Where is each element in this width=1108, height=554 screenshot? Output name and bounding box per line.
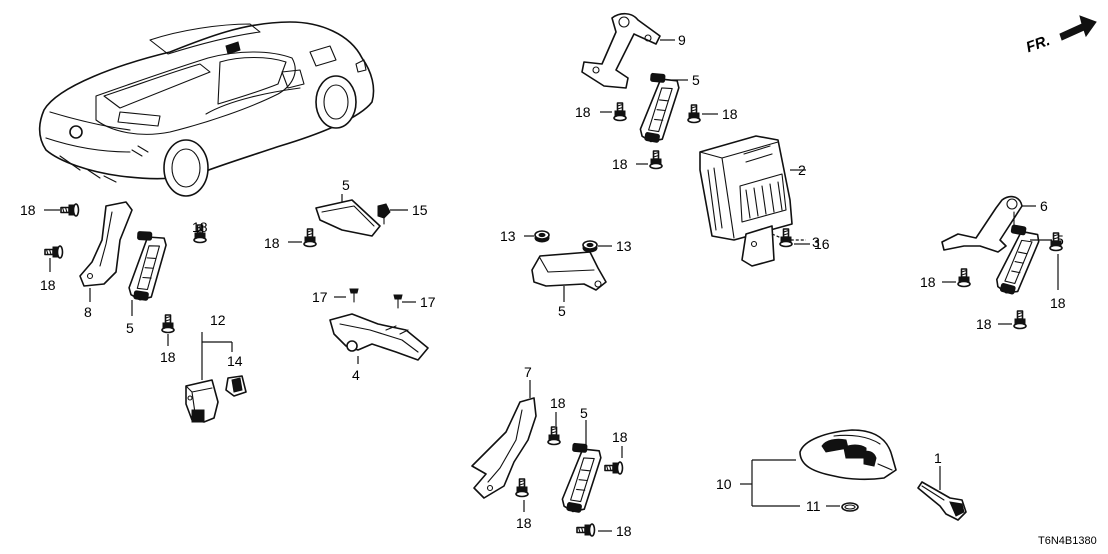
bolt-icon <box>649 150 663 170</box>
bolt-icon <box>604 461 624 475</box>
callout-13: 13 <box>500 228 516 244</box>
car-overview-icon <box>38 21 375 197</box>
nut-icon <box>534 230 550 243</box>
nut-icon <box>582 240 598 253</box>
callout-5: 5 <box>126 320 134 336</box>
bolt-icon <box>779 228 793 248</box>
callout-18: 18 <box>516 515 532 531</box>
bracket-icon <box>225 375 247 397</box>
diagram-code: T6N4B1380 <box>1038 535 1097 547</box>
callout-8: 8 <box>84 304 92 320</box>
bolt-icon <box>515 478 529 498</box>
bolt-icon <box>303 228 317 248</box>
callout-14: 14 <box>227 353 243 369</box>
bracket-icon <box>315 194 381 237</box>
callout-10: 10 <box>716 476 732 492</box>
callout-5: 5 <box>692 72 700 88</box>
callout-18: 18 <box>722 106 738 122</box>
callout-4: 4 <box>352 367 360 383</box>
callout-3: 3 <box>812 234 820 250</box>
bracket-icon <box>471 380 537 499</box>
bolt-icon <box>687 104 701 124</box>
callout-18: 18 <box>612 429 628 445</box>
bolt-icon <box>44 245 64 259</box>
callout-5: 5 <box>580 405 588 421</box>
control-unit-icon <box>699 135 806 241</box>
bracket-icon <box>741 225 806 267</box>
callout-18: 18 <box>40 277 56 293</box>
callout-5: 5 <box>1056 232 1064 248</box>
bolt-icon <box>377 203 408 225</box>
bolt-icon <box>576 523 596 537</box>
callout-18: 18 <box>976 316 992 332</box>
callout-9: 9 <box>678 32 686 48</box>
bolt-icon <box>393 294 403 309</box>
bolt-icon <box>349 288 359 303</box>
antenna-icon <box>628 69 688 147</box>
callout-18: 18 <box>612 156 628 172</box>
callout-16: 16 <box>814 236 830 252</box>
callout-11: 11 <box>806 498 821 514</box>
callout-18: 18 <box>1050 295 1066 311</box>
direction-label: FR. <box>1024 32 1053 56</box>
bracket-icon <box>581 12 675 89</box>
callout-13: 13 <box>616 238 632 254</box>
bolt-icon <box>1013 310 1027 330</box>
callout-12: 12 <box>210 312 226 328</box>
control-unit-icon <box>185 379 219 423</box>
callout-18: 18 <box>616 523 632 539</box>
antenna-icon <box>531 251 607 302</box>
callout-5: 5 <box>558 303 566 319</box>
callout-18: 18 <box>192 219 208 235</box>
callout-18: 18 <box>550 395 566 411</box>
key-fob-icon <box>799 429 897 481</box>
callout-18: 18 <box>264 235 280 251</box>
callout-1: 1 <box>934 450 942 466</box>
antenna-icon <box>550 420 607 517</box>
bolt-icon <box>613 102 627 122</box>
antenna-icon <box>984 220 1052 299</box>
callout-17: 17 <box>312 289 328 305</box>
bolt-icon <box>957 268 971 288</box>
bolt-icon <box>547 426 561 446</box>
antenna-icon <box>116 227 172 316</box>
callout-15: 15 <box>412 202 428 218</box>
callout-18: 18 <box>920 274 936 290</box>
callout-17: 17 <box>420 294 436 310</box>
bolt-icon <box>60 203 80 217</box>
callout-2: 2 <box>798 162 806 178</box>
callout-18: 18 <box>20 202 36 218</box>
callout-18: 18 <box>575 104 591 120</box>
callout-18: 18 <box>160 349 176 365</box>
bracket-icon <box>79 201 133 302</box>
callout-7: 7 <box>524 364 532 380</box>
direction-arrow-icon: FR. <box>1024 15 1097 56</box>
callout-6: 6 <box>1040 198 1048 214</box>
emergency-key-icon <box>917 466 967 521</box>
bolt-icon <box>161 314 175 334</box>
callout-5: 5 <box>342 177 350 193</box>
antenna-icon <box>329 313 429 364</box>
o-ring-icon <box>841 502 859 512</box>
